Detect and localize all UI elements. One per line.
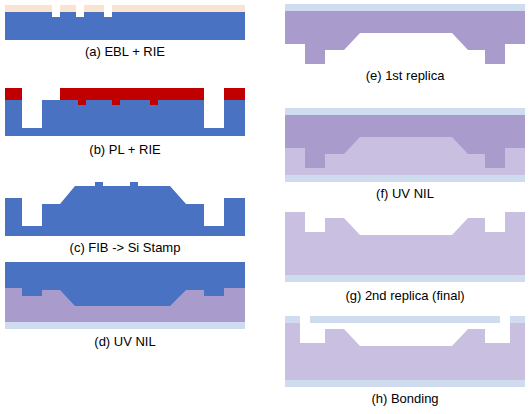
bonding (285, 316, 525, 387)
step-caption: (g) 2nd replica (final) (345, 288, 464, 303)
uv-nil-replica (285, 108, 525, 182)
second-replica (285, 212, 525, 282)
step-caption: (b) PL + RIE (89, 142, 160, 157)
step-caption: (d) UV NIL (94, 334, 155, 349)
step-caption: (c) FIB -> Si Stamp (70, 240, 181, 255)
pl-rie-section (5, 88, 245, 136)
step-caption: (h) Bonding (371, 391, 438, 406)
first-replica (285, 4, 525, 64)
step-caption: (e) 1st replica (366, 68, 445, 83)
uv-nil-stamp (5, 262, 245, 329)
step-caption: (f) UV NIL (376, 186, 434, 201)
si-stamp (5, 182, 245, 236)
ebl-rie-section (5, 5, 245, 40)
step-caption: (a) EBL + RIE (85, 44, 165, 59)
